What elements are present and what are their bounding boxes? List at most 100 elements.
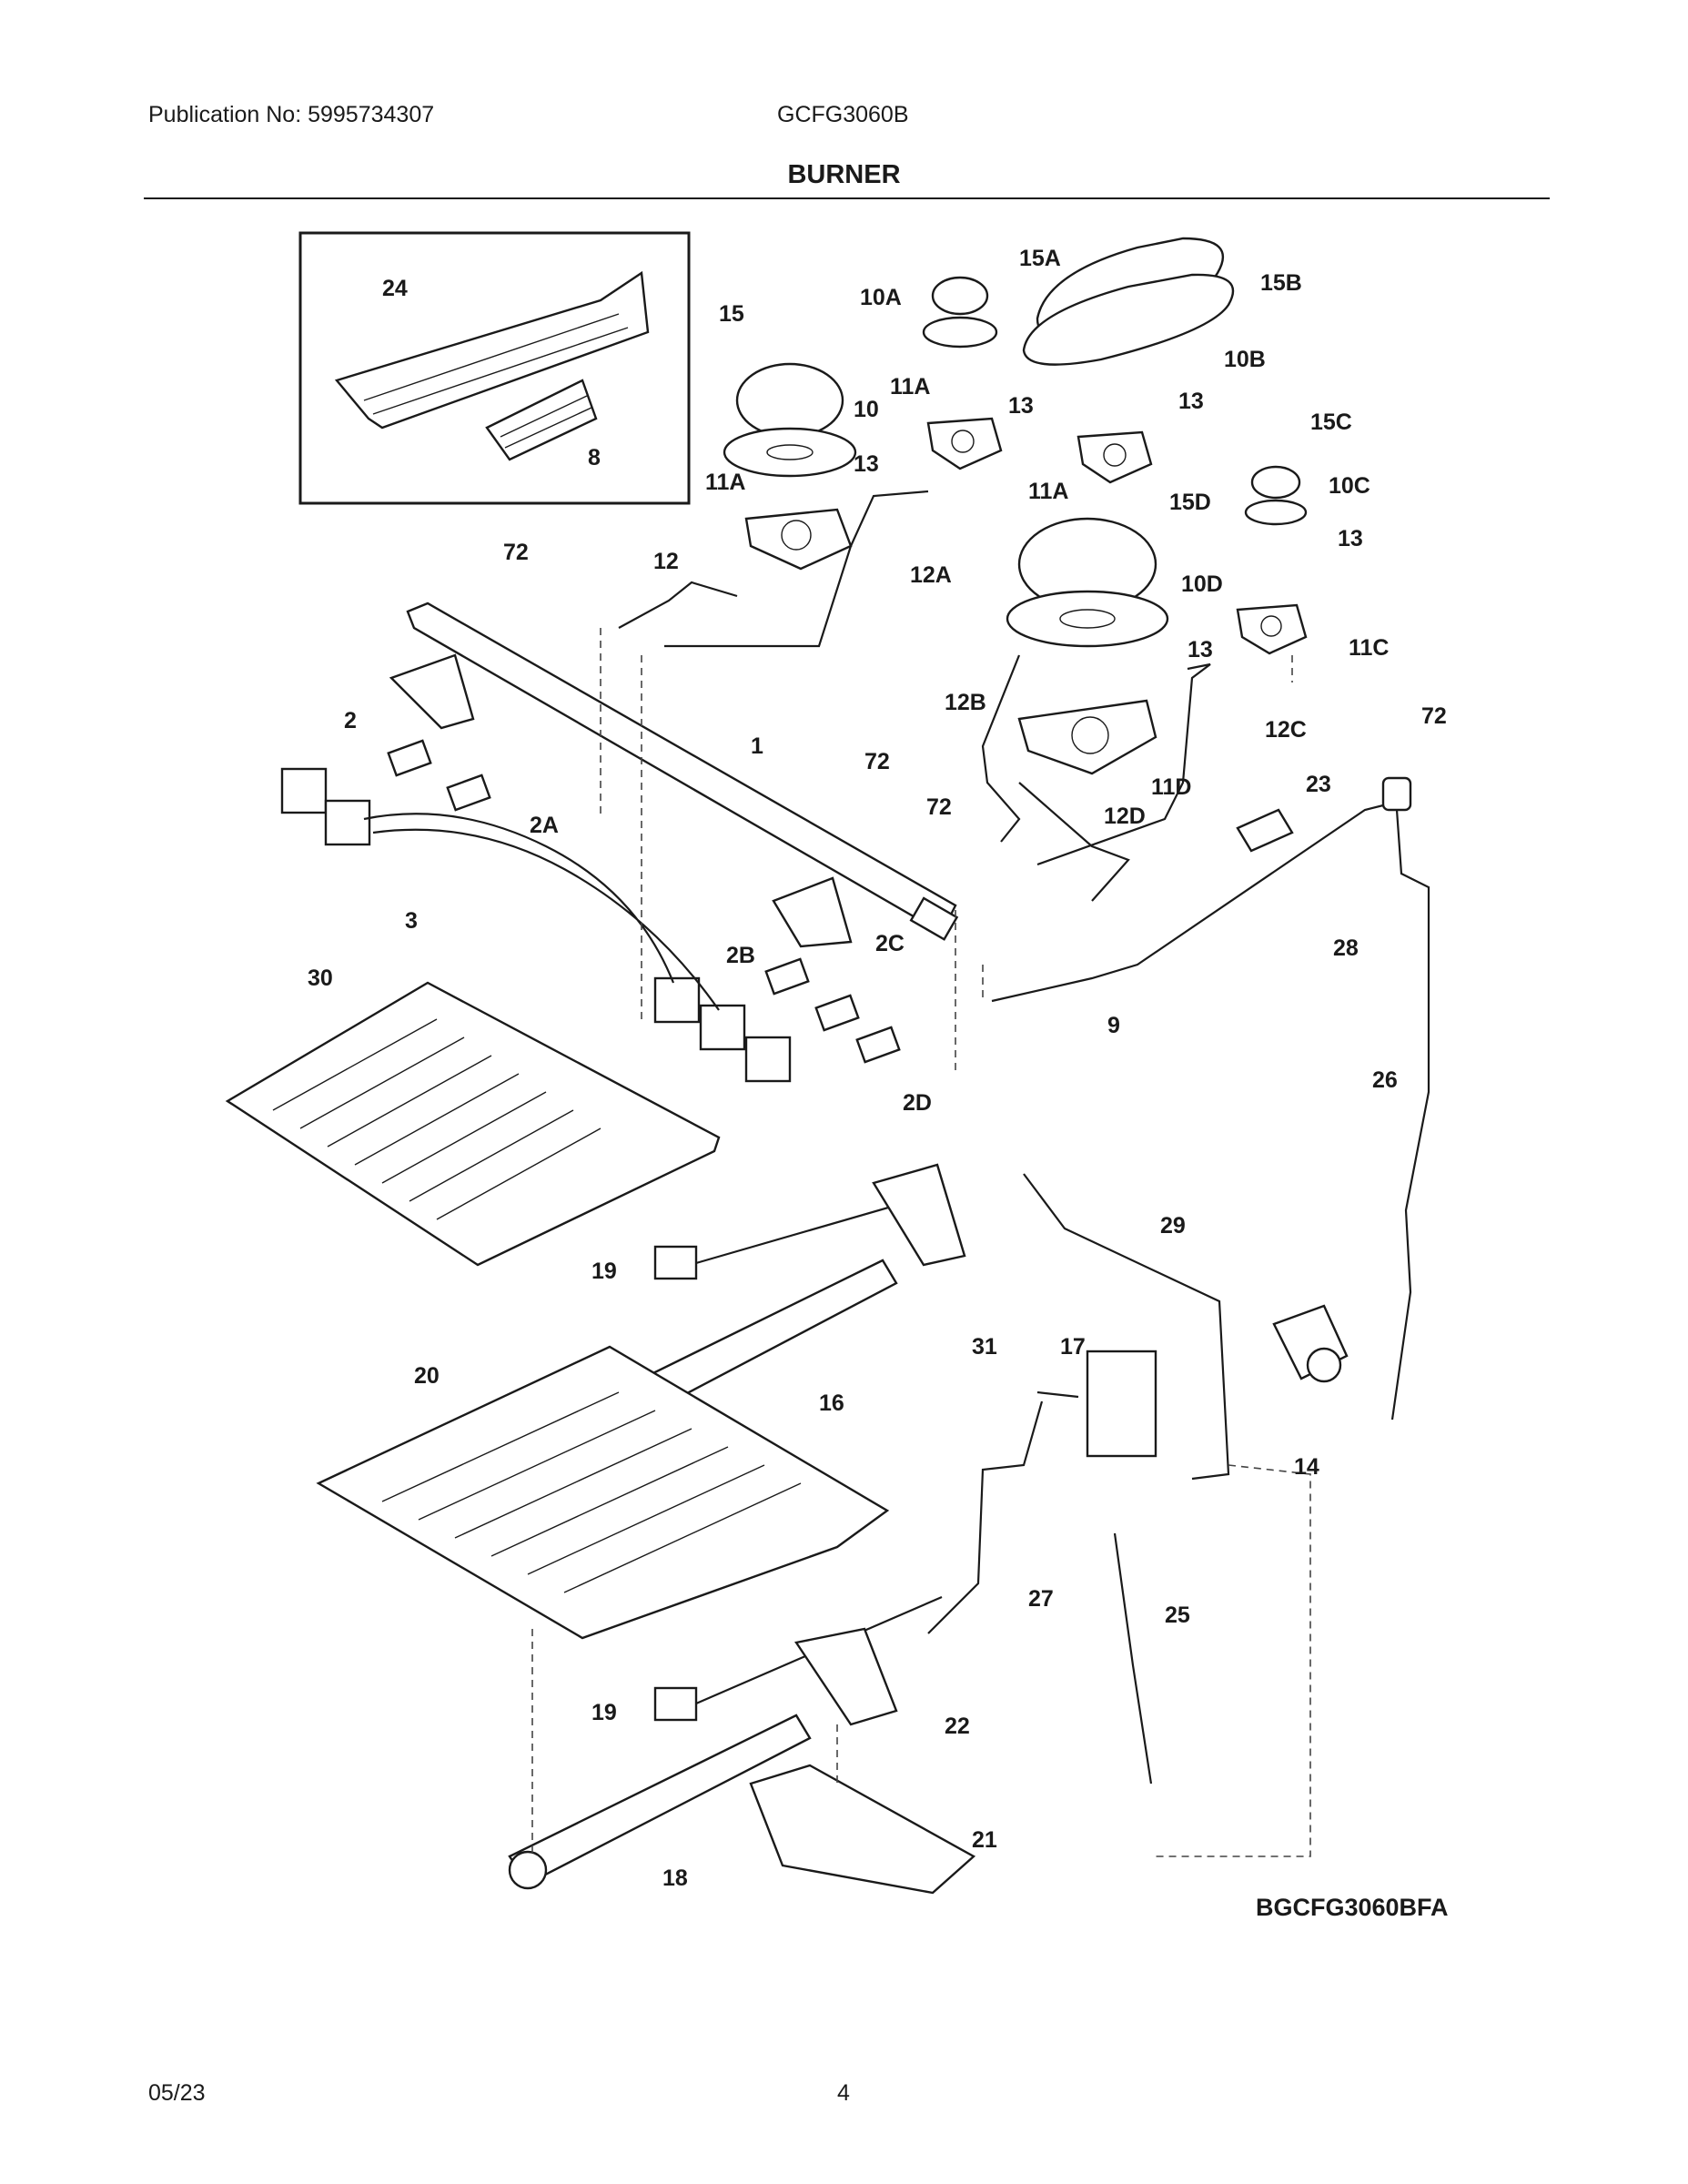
callout-21: 21 (972, 1827, 997, 1853)
callout-16: 16 (819, 1390, 844, 1416)
callout-12b: 12B (945, 690, 986, 715)
callout-24: 24 (382, 276, 408, 301)
part-bracket-23 (1236, 808, 1294, 853)
dashed-assembly-lines (531, 628, 1311, 1857)
callout-13-2: 13 (1178, 389, 1204, 414)
callout-17: 17 (1060, 1334, 1086, 1360)
callout-1: 1 (751, 733, 763, 759)
callout-15a: 15A (1019, 246, 1061, 271)
callout-12: 12 (653, 549, 679, 574)
callout-28: 28 (1333, 935, 1359, 961)
model-number: GCFG3060B (777, 102, 909, 127)
callout-9: 9 (1107, 1013, 1120, 1038)
part-burner-base-11a-mid (926, 417, 1003, 470)
callout-3: 3 (405, 908, 418, 934)
callout-2d: 2D (903, 1090, 932, 1116)
callout-15c: 15C (1310, 410, 1352, 435)
callout-13-3: 13 (854, 451, 879, 477)
callout-11c: 11C (1349, 635, 1389, 661)
callout-labels: 24 8 15 15A 10A 15B 10 11A 13 10B 13 13 … (308, 246, 1447, 1891)
part-burner-cap-15d (1006, 517, 1169, 648)
part-burner-cap-15c (1244, 465, 1308, 526)
callout-72-2: 72 (1421, 703, 1447, 729)
part-igniter-19-bottom (653, 1595, 943, 1722)
part-bracket-left (389, 653, 475, 730)
callout-20: 20 (414, 1363, 440, 1389)
callout-10a: 10A (860, 285, 902, 310)
callout-18: 18 (662, 1866, 688, 1891)
callout-2c: 2C (875, 931, 905, 956)
part-burner-base-11a-right (1076, 430, 1153, 484)
callout-13-1: 13 (1008, 393, 1034, 419)
part-shield-21 (749, 1764, 976, 1895)
callout-29: 29 (1160, 1213, 1186, 1239)
part-baffle-20 (316, 1345, 890, 1640)
callout-14: 14 (1294, 1454, 1319, 1480)
callout-10d: 10D (1181, 571, 1223, 597)
callout-19-1: 19 (591, 1259, 617, 1284)
part-manifold-1 (406, 602, 959, 941)
publication-date: 05/23 (148, 2080, 206, 2106)
callout-22: 22 (945, 1714, 970, 1739)
callout-11d: 11D (1151, 774, 1191, 800)
part-burner-base-11d (1017, 699, 1157, 775)
part-valve-2a (446, 774, 491, 812)
callout-72-3: 72 (864, 749, 890, 774)
part-valve-2c (814, 994, 860, 1032)
part-valve-2b (764, 957, 810, 996)
callout-10: 10 (854, 397, 879, 422)
callout-8: 8 (588, 445, 601, 470)
callout-10c: 10C (1329, 473, 1370, 499)
part-bracket-right (772, 876, 853, 948)
part-tube-12c (1036, 662, 1211, 866)
part-valve-2d (855, 1026, 901, 1064)
callout-30: 30 (308, 966, 333, 991)
callout-15d: 15D (1169, 490, 1211, 515)
inset-box (298, 231, 691, 505)
callout-15b: 15B (1260, 270, 1302, 296)
callout-25: 25 (1165, 1603, 1190, 1628)
callout-72-1: 72 (503, 540, 529, 565)
part-bracket-22 (794, 1627, 898, 1726)
callout-10b: 10B (1224, 347, 1266, 372)
callout-19-2: 19 (591, 1700, 617, 1725)
publication-number: Publication No: 5995734307 (148, 102, 435, 127)
callout-31: 31 (972, 1334, 997, 1360)
page-number: 4 (837, 2080, 850, 2106)
part-tube-25 (1113, 1532, 1153, 1785)
part-tube-12a (664, 490, 929, 648)
part-burner-cap-15 (723, 362, 857, 478)
callout-13-5: 13 (1188, 637, 1213, 662)
part-bracket-31 (872, 1163, 966, 1267)
callout-11a-2: 11A (705, 470, 745, 495)
part-valve-17 (1036, 1350, 1157, 1458)
part-valve-2 (387, 739, 432, 777)
part-manifold-bracket (334, 270, 650, 430)
callout-2: 2 (344, 708, 357, 733)
callout-2a: 2A (530, 813, 559, 838)
part-tube-12d (1018, 782, 1130, 902)
part-tube-27 (927, 1400, 1044, 1634)
part-oval-burner-15b (1022, 237, 1234, 366)
callout-27: 27 (1028, 1586, 1054, 1612)
header-rule (144, 197, 1550, 199)
part-broil-burner-18 (508, 1714, 812, 1890)
part-tube-12 (618, 581, 738, 629)
callout-2b: 2B (726, 943, 755, 968)
part-burner-base-11a-left (744, 508, 853, 571)
callout-12c: 12C (1265, 717, 1307, 743)
diagram-code: BGCFG3060BFA (1256, 1894, 1449, 1921)
callout-23: 23 (1306, 772, 1331, 797)
callout-72-4: 72 (926, 794, 952, 820)
callout-12d: 12D (1104, 804, 1146, 829)
section-title: BURNER (787, 160, 901, 189)
callout-12a: 12A (910, 562, 952, 588)
part-spark-module (485, 379, 598, 461)
part-tube-29 (1023, 1173, 1230, 1481)
part-burner-cap-15a (922, 276, 998, 349)
part-tube-12b (981, 654, 1021, 843)
part-regulator-14 (1272, 1304, 1349, 1383)
callout-11a-1: 11A (890, 374, 930, 399)
callout-11a-3: 11A (1028, 479, 1068, 504)
